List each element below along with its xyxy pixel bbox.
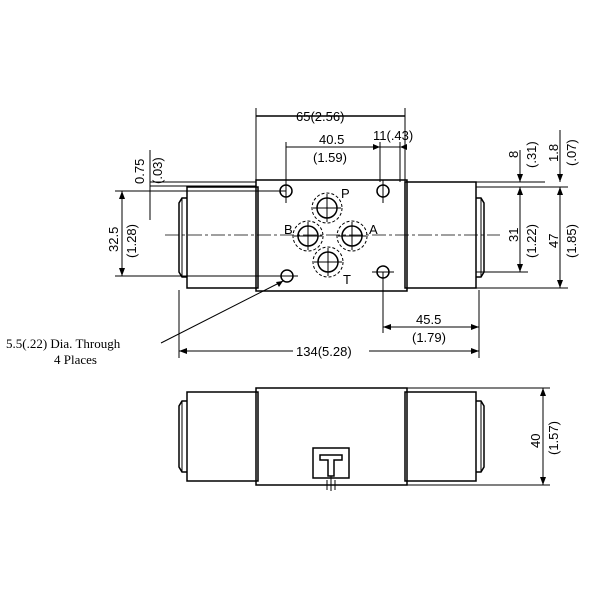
dim-top-small-label: 0.75 <box>132 159 147 184</box>
port-t-label: T <box>343 272 351 287</box>
dim-width-total: 65(2.56) <box>255 108 406 182</box>
dim-offset-right-label: 11(.43) <box>373 128 413 143</box>
manual-override <box>312 447 350 491</box>
dim-overall-length-label: 134(5.28) <box>296 344 352 359</box>
left-solenoid <box>186 186 259 289</box>
side-valve-body <box>255 387 408 486</box>
dim-width-inner-in-label: (1.59) <box>313 150 347 165</box>
dim-height-side-label: 40 <box>528 434 543 448</box>
dim-right-8-in-label: (.31) <box>524 141 539 168</box>
dim-right-8-label: 8 <box>506 151 521 158</box>
dim-overall-length: 134(5.28) <box>178 290 479 359</box>
hole-note-line2: 4 Places <box>54 352 97 367</box>
port-b <box>292 220 324 252</box>
dim-offset-right: 11(.43) <box>373 128 413 182</box>
port-p-label: P <box>341 186 350 201</box>
dim-right-47-in-label: (1.85) <box>564 224 579 258</box>
valve-body <box>255 179 408 292</box>
dim-right-8: 8 (.31) <box>476 141 545 183</box>
side-view <box>178 387 485 491</box>
dim-right-47-label: 47 <box>546 234 561 248</box>
dim-width-inner: 40.5 (1.59) <box>285 132 381 182</box>
dim-right-31: 31 (1.22) <box>476 187 539 273</box>
port-p <box>311 192 343 224</box>
dim-right-31-label: 31 <box>506 228 521 242</box>
side-left-solenoid <box>186 391 259 482</box>
dim-bottom-45-5-in-label: (1.79) <box>412 330 446 345</box>
top-view: P B A T <box>165 179 500 292</box>
mounting-hole <box>376 180 390 203</box>
port-b-label: B <box>284 222 293 237</box>
dim-height-side: 40 (1.57) <box>407 387 561 486</box>
dim-right-31-in-label: (1.22) <box>524 224 539 258</box>
hole-note-line1: 5.5(.22) Dia. Through <box>6 336 121 351</box>
dim-width-total-label: 65(2.56) <box>296 109 344 124</box>
hole-note: 5.5(.22) Dia. Through 4 Places <box>6 280 284 367</box>
dim-right-47: 47 (1.85) <box>476 187 579 289</box>
port-a-label: A <box>369 222 378 237</box>
side-right-solenoid <box>404 391 477 482</box>
dim-width-inner-label: 40.5 <box>319 132 344 147</box>
dim-height-holes-in-label: (1.28) <box>124 224 139 258</box>
dim-right-1-8-in-label: (.07) <box>564 139 579 166</box>
dim-bottom-45-5: 45.5 (1.79) <box>382 272 480 358</box>
dim-bottom-45-5-label: 45.5 <box>416 312 441 327</box>
port-a <box>336 220 368 252</box>
dim-top-small: 0.75 (.03) <box>132 150 256 220</box>
dim-height-holes: 32.5 (1.28) <box>106 190 287 277</box>
dim-height-side-in-label: (1.57) <box>546 421 561 455</box>
dim-right-1-8: 1.8 (.07) <box>476 130 579 188</box>
dim-right-1-8-label: 1.8 <box>546 144 561 162</box>
dim-height-holes-label: 32.5 <box>106 227 121 252</box>
port-t <box>312 246 344 278</box>
dim-top-small-in-label: (.03) <box>150 157 165 184</box>
